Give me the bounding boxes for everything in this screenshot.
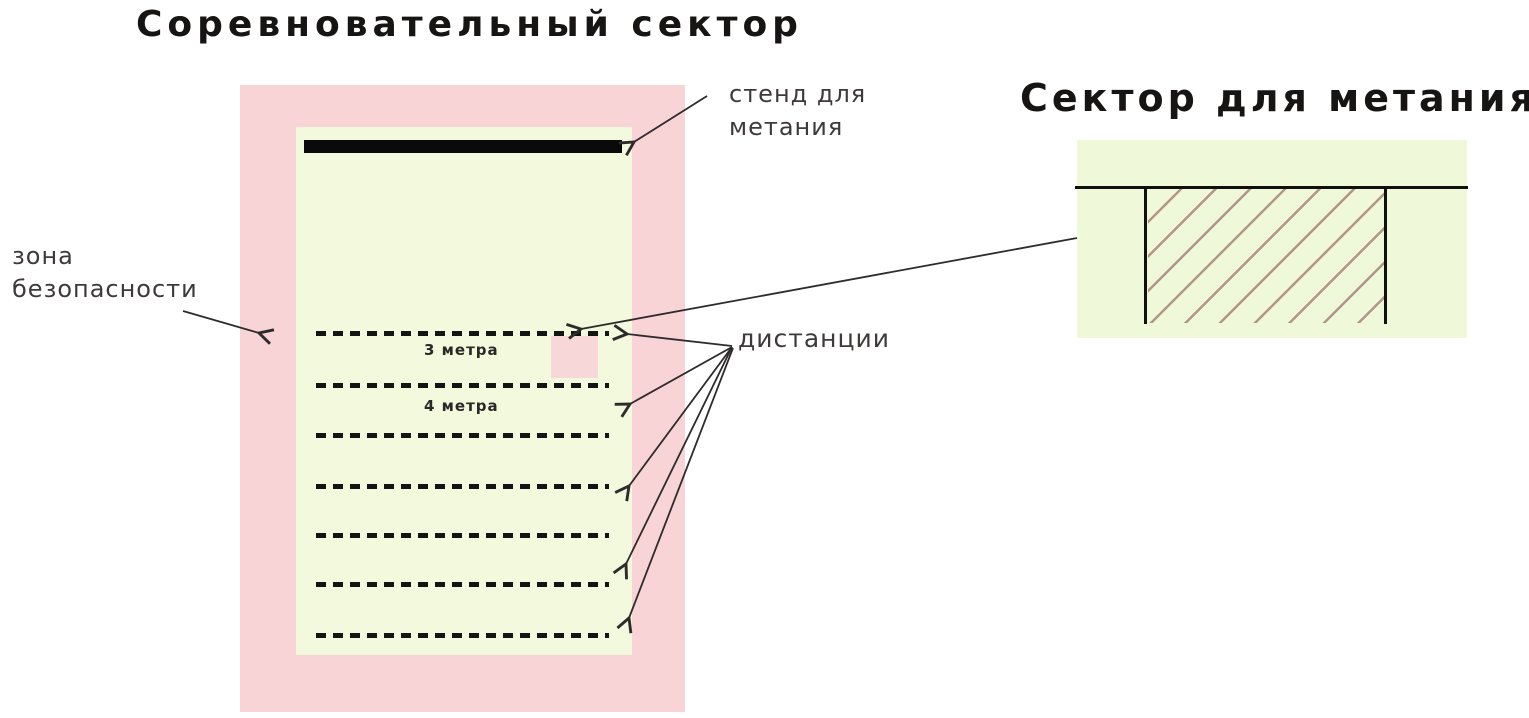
- field-rect: [296, 127, 632, 655]
- distance-line-5: [316, 533, 609, 538]
- throwing-sector-left-post: [1144, 188, 1147, 324]
- distance-line-2: [316, 383, 609, 388]
- throwing-sector-right-post: [1384, 188, 1387, 324]
- target-patch: [551, 336, 598, 378]
- distance-line-4: [316, 484, 609, 489]
- throwing-sector-title: Сектор для метания: [1020, 76, 1529, 120]
- throwing-sector-hatch: [1148, 189, 1384, 323]
- distance-line-1: [316, 331, 609, 336]
- distance-line-7: [316, 633, 609, 638]
- distance-3m-label: 3 метра: [424, 341, 499, 359]
- throwing-sector-baseline: [1075, 186, 1468, 189]
- throwing-stand-bar: [304, 140, 622, 153]
- throwing-stand-label: стенд для метания: [729, 80, 867, 142]
- competition-sector-title: Соревновательный сектор: [136, 4, 803, 45]
- safety-zone-label: зона безопасности: [12, 242, 198, 304]
- distance-line-6: [316, 582, 609, 587]
- distances-label: дистанции: [738, 324, 891, 353]
- distance-line-3: [316, 433, 609, 438]
- distance-4m-label: 4 метра: [424, 397, 499, 415]
